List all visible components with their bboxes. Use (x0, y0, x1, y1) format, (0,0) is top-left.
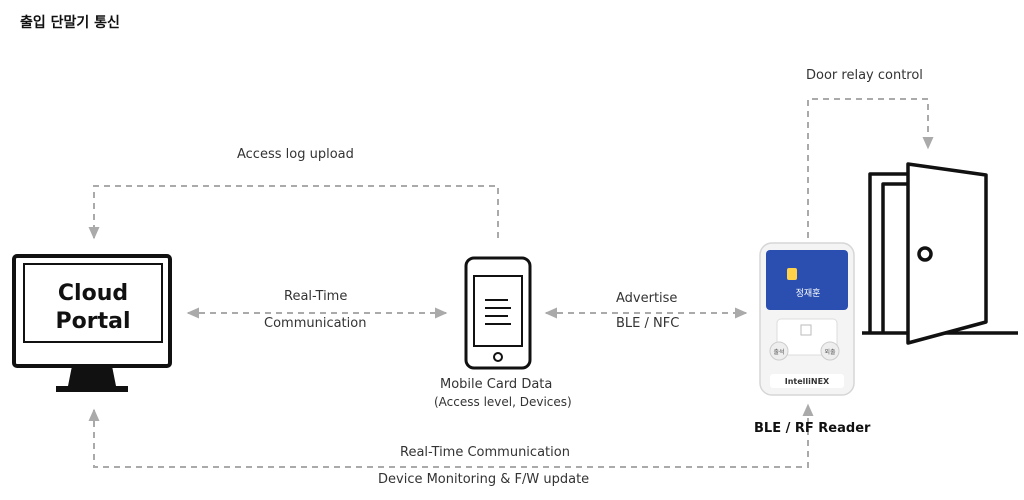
mobile-card-sublabel: (Access level, Devices) (434, 395, 572, 409)
door-relay-label: Door relay control (806, 68, 923, 83)
cloud-monitor-icon (12, 254, 172, 392)
door-relay-arrow (807, 98, 934, 238)
ble-nfc-label: BLE / NFC (616, 316, 680, 331)
reader-screen-text: 정재훈 (796, 287, 821, 299)
realtime-top-label-2: Communication (264, 316, 367, 331)
cloud-screen-text: Cloud Portal (24, 280, 162, 336)
cloud-label-line1: Cloud (57, 281, 129, 306)
access-log-arrow (88, 185, 499, 240)
reader-device-icon (759, 242, 855, 396)
advertise-label: Advertise (616, 291, 678, 306)
reader-button-left: 출석 (773, 348, 784, 356)
page-title: 출입 단말기 통신 (20, 15, 120, 31)
access-log-label: Access log upload (237, 147, 354, 162)
realtime-bottom-label: Real-Time Communication (400, 445, 570, 460)
reader-button-right: 외출 (824, 348, 836, 356)
reader-brand-text: IntelliNEX (785, 377, 830, 386)
cloud-label-line2: Portal (55, 309, 131, 334)
door-icon (862, 162, 1018, 345)
monitoring-label: Device Monitoring & F/W update (378, 472, 590, 487)
mobile-card-label: Mobile Card Data (440, 377, 553, 392)
mobile-phone-icon (464, 256, 532, 370)
reader-label: BLE / RF Reader (754, 421, 871, 436)
realtime-top-label-1: Real-Time (284, 289, 348, 304)
